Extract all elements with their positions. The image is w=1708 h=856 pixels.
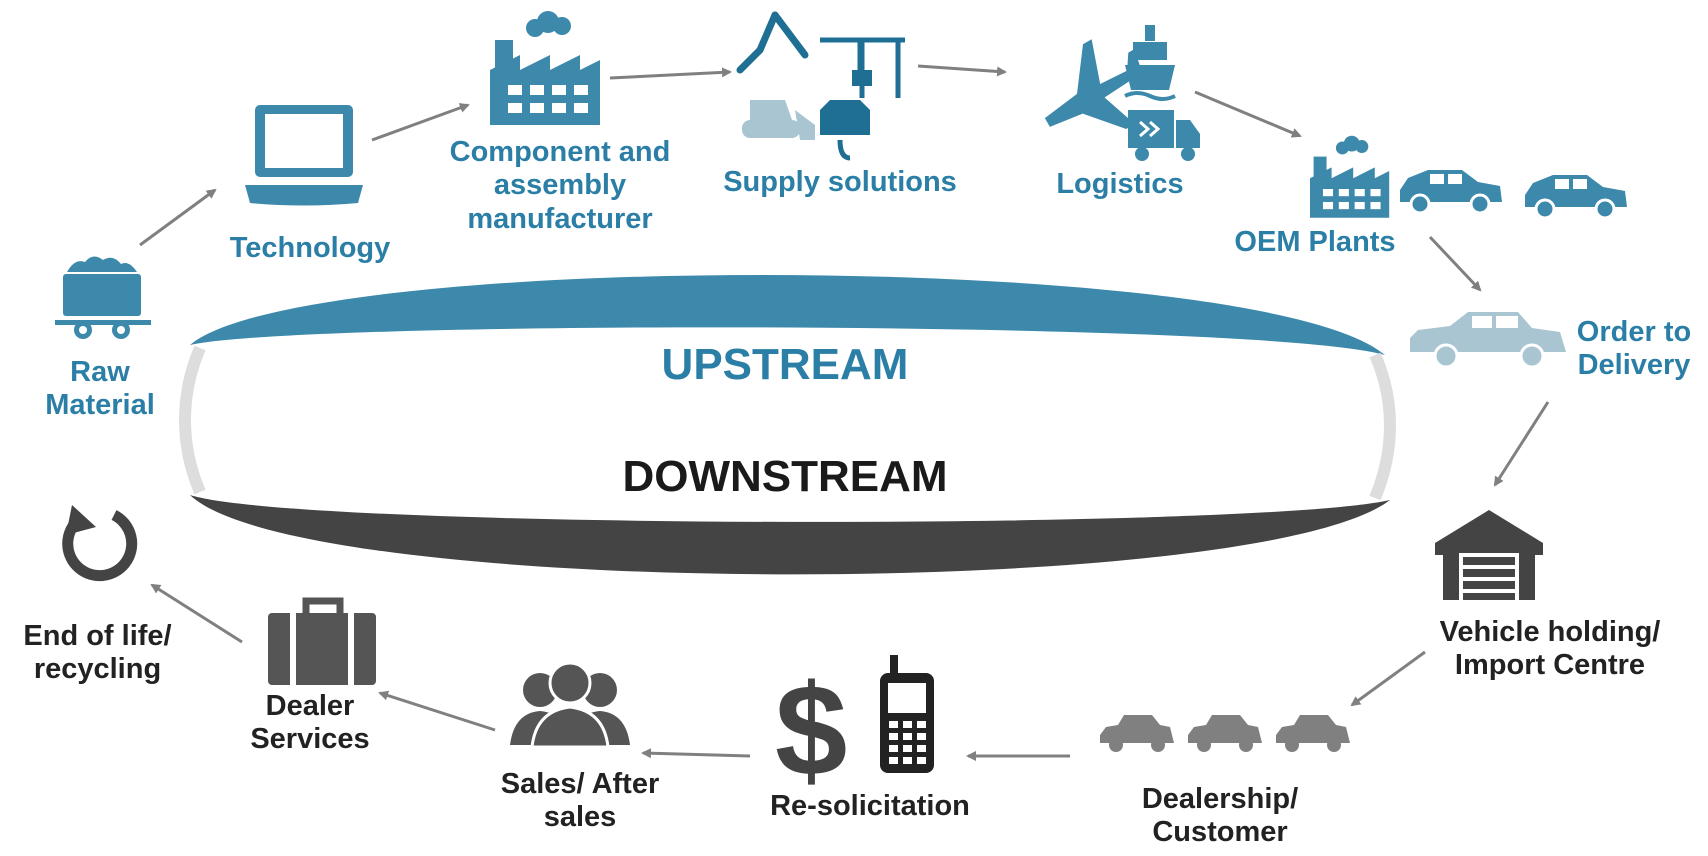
label-re-solicitation: Re-solicitation (770, 790, 970, 822)
dollar-phone-icon: $ (775, 655, 934, 803)
downstream-band (190, 495, 1390, 575)
arrow-order-to-holding (1493, 401, 1550, 487)
factory-cars-icon (1310, 135, 1627, 220)
label-vehicle-holding: Vehicle holding/ Import Centre (1439, 616, 1661, 682)
upstream-band (190, 274, 1385, 355)
people-icon (510, 661, 630, 749)
upstream-title: UPSTREAM (661, 340, 909, 389)
arrow-resolicitation-to-sales (641, 748, 751, 759)
label-component-manufacturer: Component and assembly manufacturer (449, 136, 671, 235)
recycle-icon (62, 505, 138, 582)
arrow-oem-to-order (1428, 235, 1482, 292)
ring-right-edge (1369, 352, 1396, 501)
arrow-sales-to-dealer (378, 690, 496, 732)
label-logistics: Logistics (1056, 168, 1184, 200)
cars-icon (1100, 715, 1350, 752)
transport-icon (1044, 25, 1200, 161)
label-end-of-life: End of life/ recycling (23, 620, 172, 686)
label-supply-solutions: Supply solutions (723, 166, 957, 198)
label-technology: Technology (229, 232, 391, 264)
arrow-holding-to-dealership (1350, 650, 1426, 707)
label-order-to-delivery: Order to Delivery (1576, 316, 1692, 382)
arrow-logistics-to-oem (1194, 90, 1302, 138)
label-dealer-services: Dealer Services (250, 690, 370, 756)
label-oem-plants: OEM Plants (1234, 226, 1396, 258)
label-dealership: Dealership/ Customer (1141, 783, 1299, 849)
laptop-icon (245, 105, 363, 206)
crane-icon (736, 11, 905, 161)
ring-left-edge (179, 345, 206, 495)
label-raw-material: Raw Material (45, 356, 155, 422)
downstream-title: DOWNSTREAM (622, 452, 948, 501)
car-icon (1410, 312, 1566, 369)
arrow-dealer-to-endoflife (150, 583, 243, 644)
cycle-ring (179, 274, 1396, 575)
mine-cart-icon (55, 256, 151, 339)
svg-text:$: $ (775, 657, 847, 803)
flow-arrows (139, 64, 1550, 761)
arrow-supply-to-logistics (917, 64, 1007, 77)
arrow-tech-to-component (371, 103, 470, 142)
arrow-component-to-supply (609, 67, 732, 80)
arrow-raw-to-tech (139, 188, 217, 247)
briefcase-icon (268, 597, 376, 685)
label-sales: Sales/ After sales (500, 768, 660, 834)
factory-icon (490, 11, 600, 125)
warehouse-icon (1435, 510, 1543, 600)
